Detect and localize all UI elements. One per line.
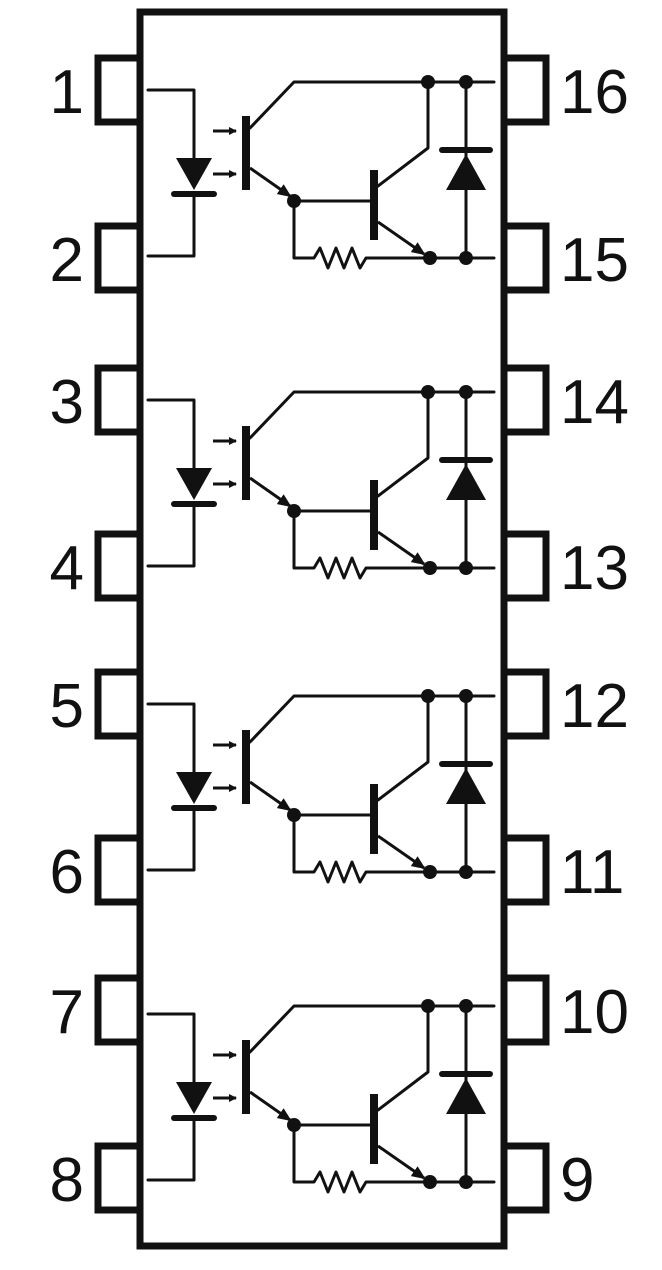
base-resistor [292, 199, 432, 270]
pin-label: 1 [50, 58, 84, 127]
pin-7: 7 [50, 974, 144, 1047]
pin-14: 14 [500, 364, 629, 437]
pin-label: 13 [560, 534, 629, 603]
pin-pad [500, 834, 550, 906]
output-transistor-emitter [377, 834, 426, 870]
diode-triangle [446, 154, 486, 190]
pin-label: 2 [50, 226, 84, 295]
pin-pad [500, 668, 550, 740]
pin-8: 8 [50, 1142, 144, 1215]
phototransistor-emitter [249, 166, 292, 198]
junction-dot [421, 385, 435, 399]
phototransistor-emitter [249, 476, 292, 508]
led-cathode-wire [146, 504, 196, 568]
led-cathode-wire [146, 1118, 196, 1182]
pin-label: 10 [560, 978, 629, 1047]
led-triangle [176, 772, 212, 804]
pin-pad [94, 364, 144, 436]
pin-pad [500, 54, 550, 126]
pin-16: 16 [500, 54, 629, 127]
junction-dot [421, 999, 435, 1013]
phototransistor-collector-wire [248, 390, 496, 440]
pin-pad [94, 834, 144, 906]
pin-pad [500, 222, 550, 294]
pin-pad [94, 530, 144, 602]
phototransistor-collector-wire [248, 1004, 496, 1054]
right-pins: 16 15 14 13 12 11 10 9 [500, 54, 629, 1215]
phototransistor-collector-wire [248, 694, 496, 744]
pin-label: 11 [560, 838, 624, 907]
pin-3: 3 [50, 364, 144, 437]
pin-label: 16 [560, 58, 629, 127]
led-anode-wire [146, 702, 196, 774]
pin-1: 1 [50, 54, 144, 127]
phototransistor-emitter [249, 1090, 292, 1122]
led-triangle [176, 158, 212, 190]
channel-4 [146, 999, 496, 1194]
channel-1 [146, 75, 496, 270]
channel-3 [146, 689, 496, 884]
pin-label: 3 [50, 368, 84, 437]
left-pins: 1 2 3 4 5 6 7 8 [50, 54, 144, 1215]
output-transistor-emitter [377, 530, 426, 566]
pin-13: 13 [500, 530, 629, 603]
output-transistor-collector [376, 390, 430, 498]
led-anode-wire [146, 1012, 196, 1084]
pin-label: 5 [50, 672, 84, 741]
pin-pad [94, 1142, 144, 1214]
pin-11: 11 [500, 834, 624, 907]
pin-pad [94, 668, 144, 740]
phototransistor-collector-wire [248, 80, 496, 130]
pin-pad [94, 54, 144, 126]
pin-pad [94, 974, 144, 1046]
ic-body [136, 8, 508, 1250]
output-transistor-collector [376, 694, 430, 802]
pin-pad [94, 222, 144, 294]
pin-label: 12 [560, 672, 629, 741]
pin-label: 9 [560, 1146, 594, 1215]
phototransistor-emitter [249, 780, 292, 812]
pin-label: 4 [50, 534, 84, 603]
diode-triangle [446, 464, 486, 500]
pin-label: 14 [560, 368, 629, 437]
channels [146, 75, 496, 1194]
led-cathode-wire [146, 808, 196, 872]
pin-4: 4 [50, 530, 144, 603]
output-transistor-collector [376, 80, 430, 188]
pin-label: 7 [50, 978, 84, 1047]
pin-10: 10 [500, 974, 629, 1047]
led-anode-wire [146, 398, 196, 470]
junction-dot [421, 689, 435, 703]
led-triangle [176, 468, 212, 500]
base-resistor [292, 509, 432, 580]
pin-5: 5 [50, 668, 144, 741]
pin-pad [500, 530, 550, 602]
pin-pad [500, 974, 550, 1046]
pin-pad [500, 364, 550, 436]
pin-9: 9 [500, 1142, 594, 1215]
pin-label: 8 [50, 1146, 84, 1215]
led-triangle [176, 1082, 212, 1114]
output-transistor-collector [376, 1004, 430, 1112]
base-resistor [292, 813, 432, 884]
diode-triangle [446, 768, 486, 804]
junction-dot [421, 75, 435, 89]
output-transistor-emitter [377, 220, 426, 256]
pin-2: 2 [50, 222, 144, 295]
output-transistor-emitter [377, 1144, 426, 1180]
pin-label: 6 [50, 838, 84, 907]
base-resistor [292, 1123, 432, 1194]
diode-triangle [446, 1078, 486, 1114]
pin-12: 12 [500, 668, 629, 741]
pin-6: 6 [50, 834, 144, 907]
pin-15: 15 [500, 222, 629, 295]
pin-label: 15 [560, 226, 629, 295]
channel-2 [146, 385, 496, 580]
led-anode-wire [146, 88, 196, 160]
pin-pad [500, 1142, 550, 1214]
led-cathode-wire [146, 194, 196, 258]
